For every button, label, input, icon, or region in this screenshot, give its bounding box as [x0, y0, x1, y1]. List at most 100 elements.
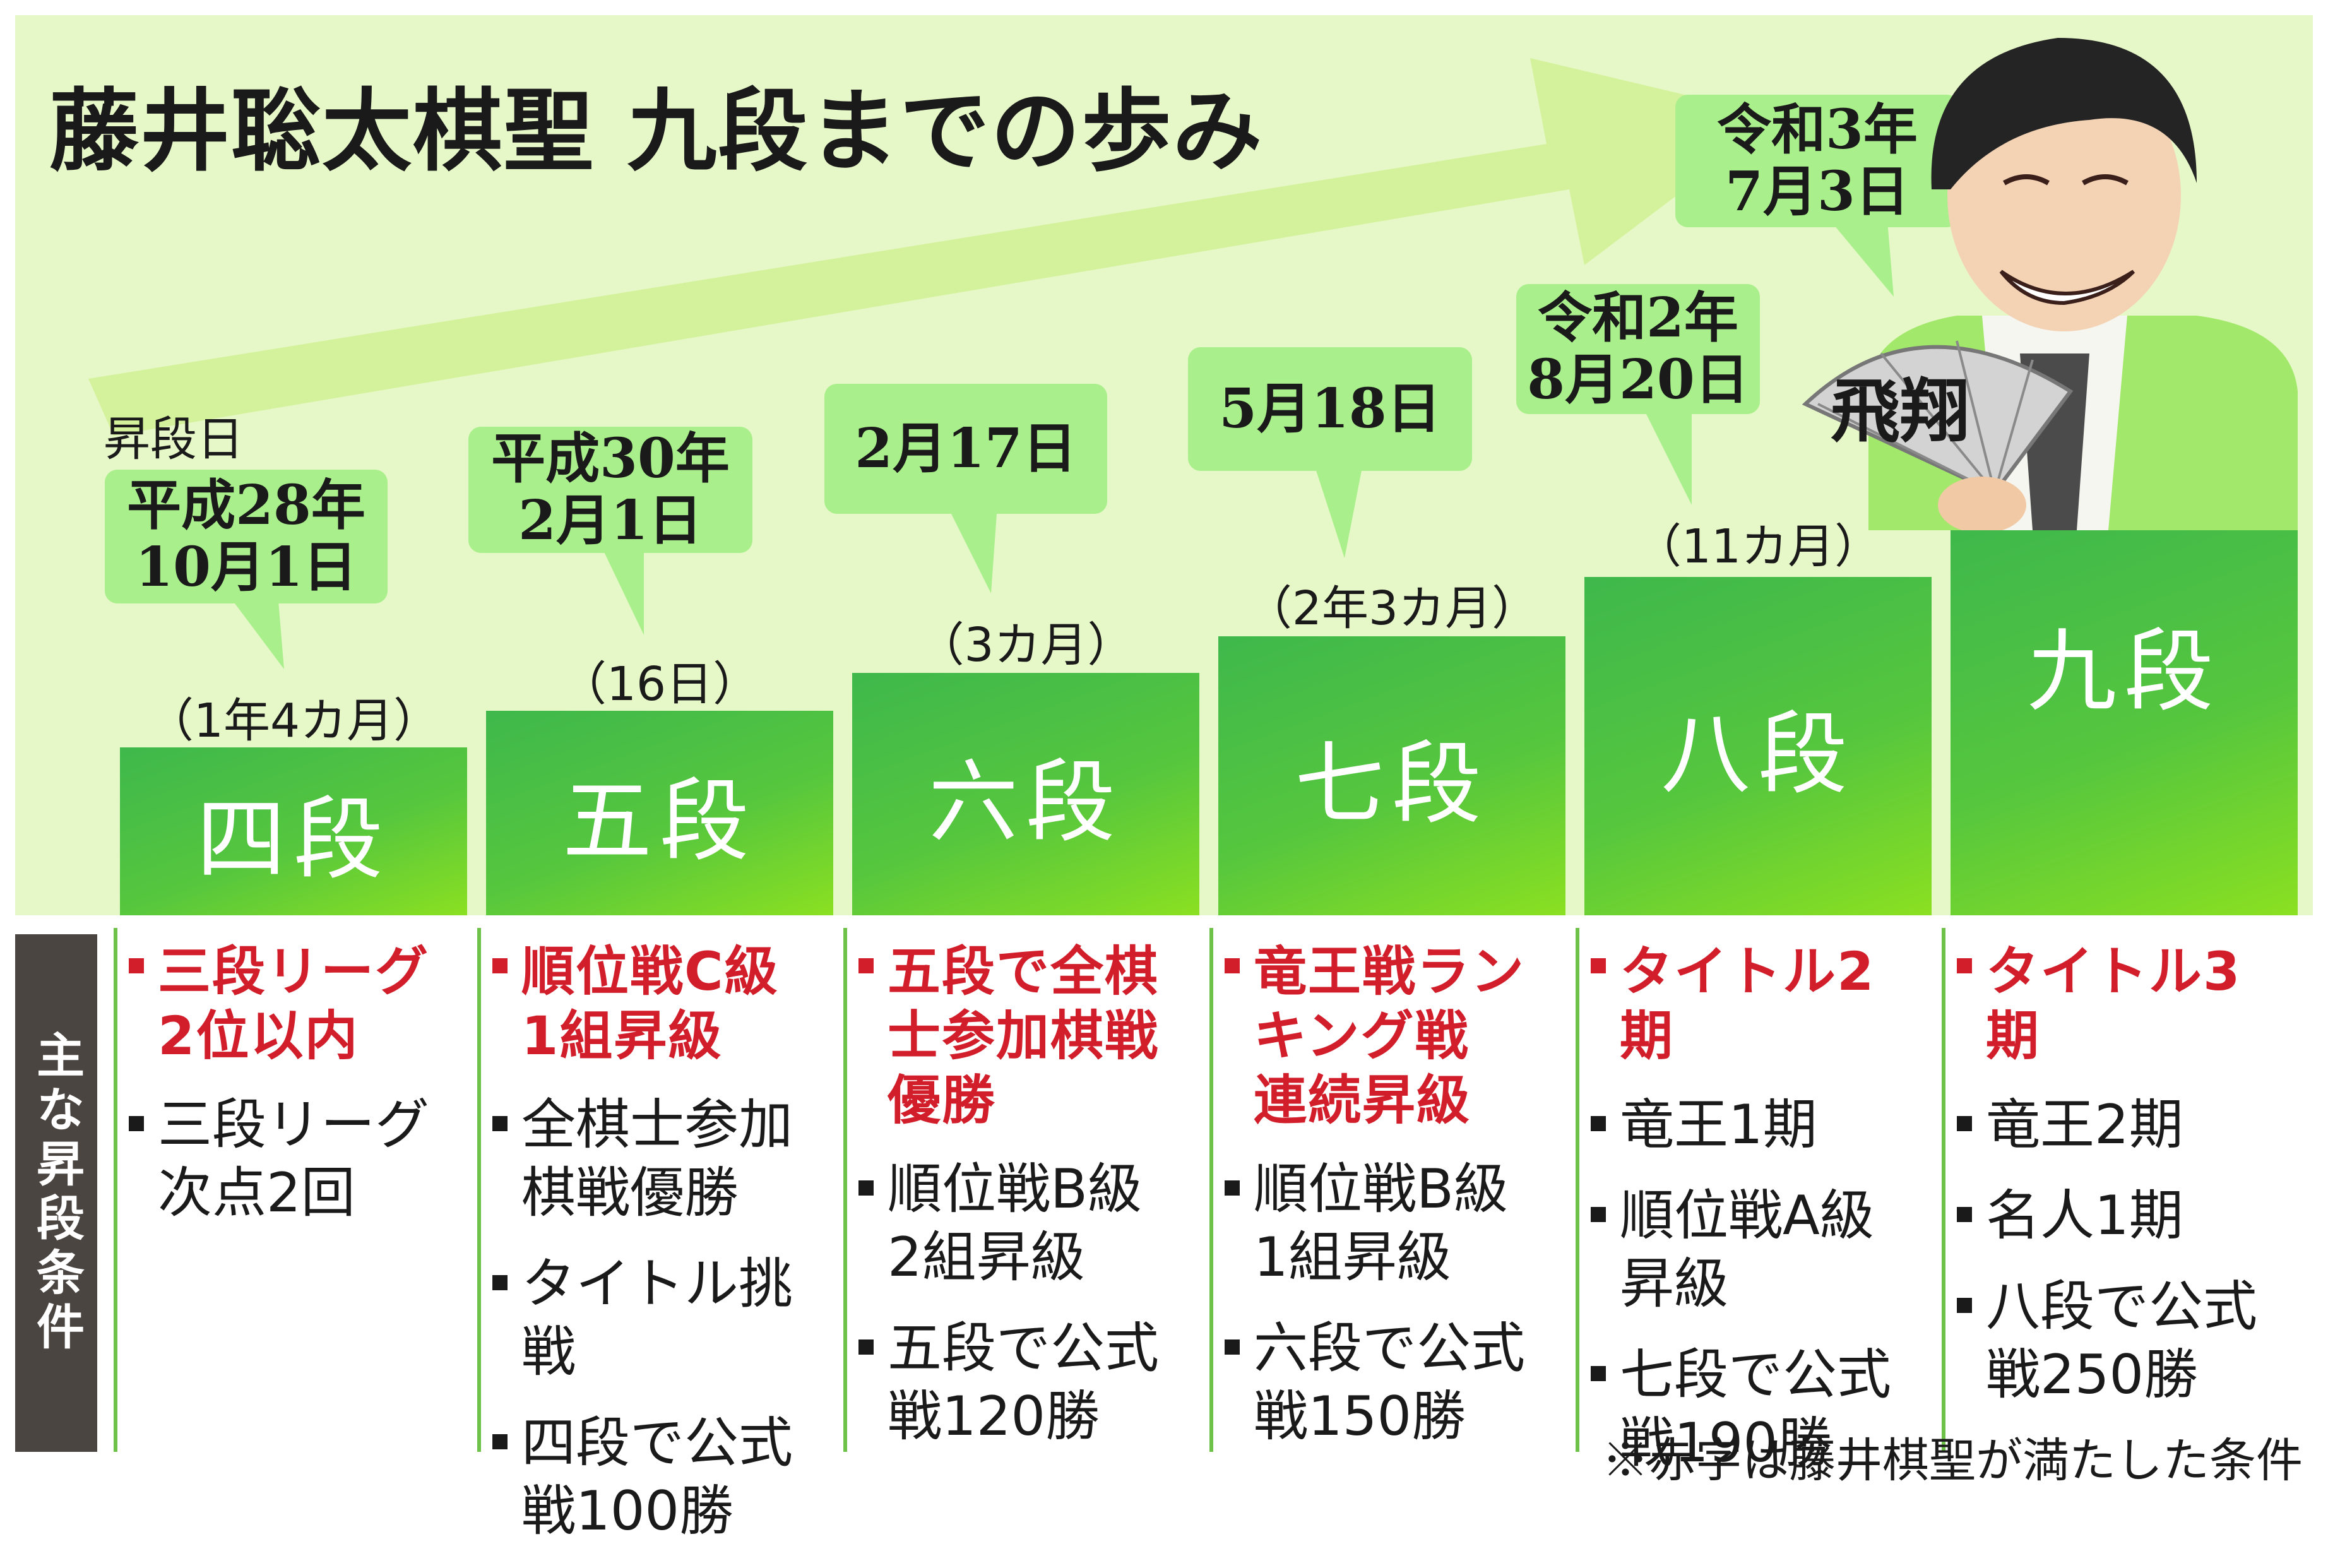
date-bubble-6dan: 2月17日	[824, 384, 1107, 514]
condition-text: 順位戦B級 1組昇級	[1254, 1158, 1508, 1289]
condition-text: 四段で公式 戦100勝	[521, 1411, 793, 1543]
date-bubble-8dan: 令和2年 8月20日	[1516, 284, 1760, 414]
condition: 三段リーグ 次点2回	[126, 1091, 467, 1227]
condition: 八段で公式 戦250勝	[1954, 1273, 2295, 1409]
promotion-date-caption: 昇段日	[104, 412, 244, 466]
condition-text: 七段で公式 戦190勝	[1620, 1343, 1891, 1475]
date-bubble-7dan: 5月18日	[1188, 347, 1472, 471]
condition-text: 名人1期	[1986, 1184, 2183, 1247]
portrait-illustration: 飛翔	[1802, 38, 2298, 530]
rank-bar-6dan: 六段	[852, 673, 1199, 915]
condition-text: 竜王戦ラン キング戦 連続昇級	[1254, 941, 1526, 1131]
condition-met: 三段リーグ 2位以内	[126, 939, 467, 1068]
date-line: 5月18日	[1219, 377, 1441, 441]
rank-bar-7dan: 七段	[1218, 636, 1565, 915]
condition-text: タイトル3期	[1986, 941, 2242, 1067]
bullet-icon	[1591, 1116, 1606, 1131]
condition-met: 五段で全棋 士参加棋戦 優勝	[856, 939, 1197, 1132]
footnote: ※赤字は藤井棋聖が満たした条件	[1602, 1434, 2303, 1488]
bullet-icon	[492, 958, 508, 973]
date-line: 令和2年	[1538, 286, 1738, 350]
conditions-header-label: 主な昇段条件	[28, 1030, 85, 1356]
bullet-icon	[492, 1275, 508, 1290]
condition-text: 順位戦A級 昇級	[1620, 1184, 1874, 1316]
bullet-icon	[1591, 1366, 1606, 1381]
column-divider	[1576, 928, 1579, 1452]
conditions-header: 主な昇段条件	[15, 934, 97, 1452]
condition: 順位戦B級 1組昇級	[1222, 1155, 1563, 1292]
condition: 全棋士参加 棋戦優勝	[490, 1091, 831, 1227]
condition: 順位戦A級 昇級	[1588, 1182, 1929, 1318]
bullet-icon	[858, 1180, 874, 1196]
condition-met: タイトル3期	[1954, 939, 2295, 1068]
bullet-icon	[1591, 1207, 1606, 1222]
rank-label: 五段	[562, 769, 757, 874]
conditions-column-6dan: 五段で全棋 士参加棋戦 優勝順位戦B級 2組昇級五段で公式 戦120勝	[856, 939, 1197, 1473]
bullet-icon	[1591, 958, 1606, 973]
rank-bar-5dan: 五段	[486, 711, 833, 915]
bullet-icon	[492, 1116, 508, 1131]
bullet-icon	[1225, 1339, 1240, 1355]
condition-text: 竜王2期	[1986, 1093, 2183, 1156]
duration-label-6dan: （3カ月）	[917, 618, 1134, 672]
rank-bar-9dan: 九段	[1951, 525, 2298, 915]
conditions-column-7dan: 竜王戦ラン キング戦 連続昇級順位戦B級 1組昇級六段で公式 戦150勝	[1222, 939, 1563, 1473]
condition: 四段で公式 戦100勝	[490, 1409, 831, 1545]
duration-label-7dan: （2年3カ月）	[1245, 581, 1539, 636]
bullet-icon	[1225, 958, 1240, 973]
rising-arrow-icon	[88, 58, 1780, 436]
date-line: 平成30年	[491, 427, 730, 490]
condition: 名人1期	[1954, 1182, 2295, 1250]
rank-bar-8dan: 八段	[1584, 577, 1932, 915]
duration-label-5dan: （16日）	[559, 657, 760, 711]
condition-text: タイトル挑戦	[521, 1252, 793, 1384]
infographic: 藤井聡太棋聖 九段までの歩み 昇段日 四段 五段 六段 七段 八段 九段 （1年…	[15, 15, 2313, 1543]
bullet-icon	[1957, 1116, 1972, 1131]
conditions-column-4dan: 三段リーグ 2位以内三段リーグ 次点2回	[126, 939, 467, 1250]
conditions-column-5dan: 順位戦C級 1組昇級全棋士参加 棋戦優勝タイトル挑戦四段で公式 戦100勝	[490, 939, 831, 1568]
rank-label: 八段	[1661, 703, 1855, 807]
condition: タイトル挑戦	[490, 1250, 831, 1386]
condition-text: 三段リーグ 2位以内	[158, 941, 430, 1067]
fan-calligraphy: 飛翔	[1831, 371, 1969, 452]
condition-text: 全棋士参加 棋戦優勝	[521, 1093, 793, 1225]
condition-text: 三段リーグ 次点2回	[158, 1093, 429, 1225]
condition: 七段で公式 戦190勝	[1588, 1341, 1929, 1477]
duration-label-8dan: （11カ月）	[1634, 520, 1882, 574]
date-line: 令和3年	[1717, 98, 1918, 162]
rank-label: 九段	[2027, 620, 2221, 724]
condition: 順位戦B級 2組昇級	[856, 1155, 1197, 1292]
date-line: 2月17日	[855, 417, 1077, 480]
condition-text: 八段で公式 戦250勝	[1986, 1275, 2257, 1406]
condition-text: タイトル2期	[1620, 941, 1875, 1067]
bullet-icon	[492, 1434, 508, 1449]
condition-met: 竜王戦ラン キング戦 連続昇級	[1222, 939, 1563, 1132]
date-bubble-4dan: 平成28年 10月1日	[105, 470, 388, 603]
bullet-icon	[1957, 1298, 1972, 1313]
rank-bar-4dan: 四段	[120, 747, 467, 915]
condition-text: 順位戦C級 1組昇級	[521, 941, 779, 1067]
column-divider	[477, 928, 481, 1452]
rank-label: 四段	[196, 788, 391, 892]
bullet-icon	[1225, 1180, 1240, 1196]
condition-text: 五段で全棋 士参加棋戦 優勝	[888, 941, 1160, 1131]
column-divider	[1942, 928, 1945, 1452]
condition-met: タイトル2期	[1588, 939, 1929, 1068]
bullet-icon	[1957, 1207, 1972, 1222]
date-line: 10月1日	[135, 535, 357, 599]
column-divider	[843, 928, 847, 1452]
conditions-column-8dan: タイトル2期竜王1期順位戦A級 昇級七段で公式 戦190勝	[1588, 939, 1929, 1500]
date-bubble-9dan: 令和3年 7月3日	[1675, 95, 1959, 227]
bullet-icon	[1957, 958, 1972, 973]
condition-text: 竜王1期	[1620, 1093, 1817, 1156]
condition: 竜王2期	[1954, 1091, 2295, 1159]
folding-fan-icon: 飛翔	[1802, 340, 2074, 530]
date-line: 2月1日	[518, 489, 703, 552]
condition: 六段で公式 戦150勝	[1222, 1314, 1563, 1451]
date-line: 7月3日	[1725, 160, 1909, 223]
rank-label: 七段	[1295, 732, 1489, 836]
bullet-icon	[129, 958, 144, 973]
duration-label-4dan: （1年4カ月）	[146, 694, 441, 748]
condition-text: 六段で公式 戦150勝	[1254, 1317, 1525, 1448]
date-bubble-5dan: 平成30年 2月1日	[468, 427, 752, 553]
